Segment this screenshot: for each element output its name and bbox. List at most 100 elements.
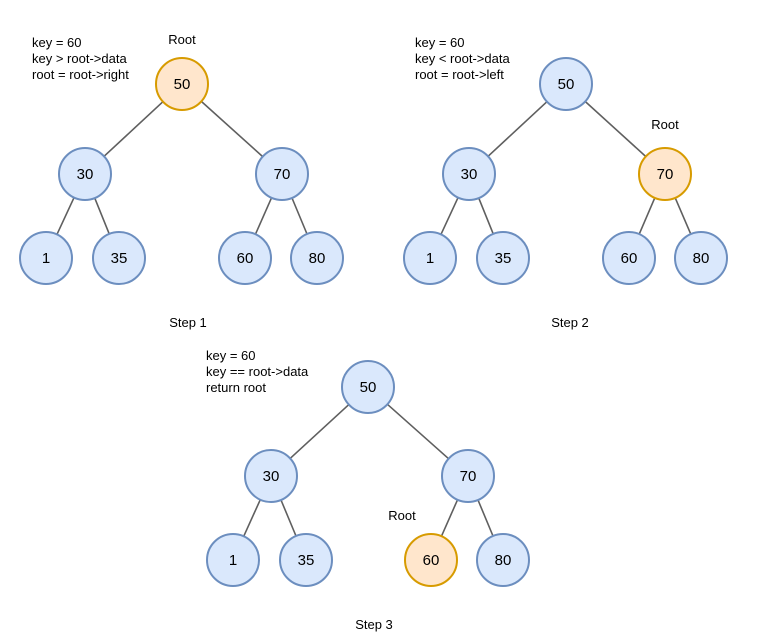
tree-edge [477,499,494,537]
tree-node-label: 60 [423,552,440,569]
tree-node: 60 [602,231,656,285]
tree-node-label: 60 [237,250,254,267]
tree-node-label: 50 [360,379,377,396]
tree-node-circle [206,533,260,587]
tree-node: 30 [244,449,298,503]
tree-node-label: 50 [558,76,575,93]
tree-edge [386,403,450,460]
tree-node-circle [279,533,333,587]
tree-edge [291,197,308,235]
root-node: 50 [155,57,209,111]
step-caption: Step 1 [169,315,207,330]
tree-node: 60 [218,231,272,285]
root-node-circle [155,57,209,111]
tree-node: 30 [442,147,496,201]
tree-node-circle [442,147,496,201]
tree-edge [478,197,494,235]
tree-node-label: 1 [426,250,434,267]
tree-node: 50 [341,360,395,414]
tree-node-label: 35 [111,250,128,267]
tree-node: 50 [539,57,593,111]
tree-node-circle [19,231,73,285]
step-note-line: key < root->data [415,51,510,66]
tree-node: 30 [58,147,112,201]
tree-node: 70 [255,147,309,201]
root-marker-label: Root [388,508,416,523]
tree-node-label: 30 [263,468,280,485]
tree-node-label: 70 [460,468,477,485]
tree-node-circle [218,231,272,285]
tree-node-circle [476,533,530,587]
tree-node: 1 [403,231,457,285]
step-note-line: key > root->data [32,51,127,66]
tree-node-label: 1 [42,250,50,267]
tree-node: 35 [92,231,146,285]
tree-edge [200,100,264,158]
root-marker-label: Root [651,117,679,132]
tree-node-label: 70 [274,166,291,183]
tree-node: 70 [441,449,495,503]
tree-node-label: 30 [77,166,94,183]
root-node-circle [638,147,692,201]
tree-node: 1 [206,533,260,587]
step-note-line: key = 60 [32,35,82,50]
tree-edge [94,197,110,235]
tree-edge [487,101,548,157]
step-note-line: root = root->left [415,67,504,82]
tree-node-label: 30 [461,166,478,183]
tree-node-circle [244,449,298,503]
tree-node: 35 [279,533,333,587]
tree-node-circle [602,231,656,285]
tree-edge [440,499,459,537]
step-note-line: key = 60 [415,35,465,50]
tree-node: 80 [674,231,728,285]
step-note-line: key == root->data [206,364,309,379]
root-marker-label: Root [168,32,196,47]
tree-node-label: 35 [298,552,315,569]
root-node: 70 [638,147,692,201]
tree-edge [440,197,459,235]
tree-node-circle [539,57,593,111]
tree-node: 35 [476,231,530,285]
tree-node-circle [255,147,309,201]
tree-node: 80 [290,231,344,285]
tree-edge [289,403,350,460]
tree-node-label: 80 [309,250,326,267]
tree-edge [254,197,273,235]
tree-node-label: 80 [495,552,512,569]
tree-node-circle [441,449,495,503]
step-note-line: root = root->right [32,67,129,82]
root-node: 60 [404,533,458,587]
tree-node-circle [290,231,344,285]
tree-edge [242,499,262,537]
tree-node: 1 [19,231,73,285]
tree-node-circle [92,231,146,285]
tree-node-label: 35 [495,250,512,267]
tree-edge [56,197,75,235]
step-note-line: key = 60 [206,348,256,363]
tree-node-label: 70 [657,166,674,183]
tree-node-label: 1 [229,552,237,569]
tree-node-label: 80 [693,250,710,267]
tree-node-circle [674,231,728,285]
tree-node-circle [58,147,112,201]
tree-node: 80 [476,533,530,587]
step-note-line: return root [206,380,266,395]
step-caption: Step 3 [355,617,393,632]
tree-edge [674,197,692,235]
tree-node-circle [476,231,530,285]
root-node-circle [404,533,458,587]
step-caption: Step 2 [551,315,589,330]
tree-node-label: 50 [174,76,191,93]
tree-edge [280,499,297,537]
tree-edge [638,197,656,235]
tree-edge [584,100,647,158]
tree-node-label: 60 [621,250,638,267]
tree-edge [103,101,164,157]
tree-node-circle [341,360,395,414]
